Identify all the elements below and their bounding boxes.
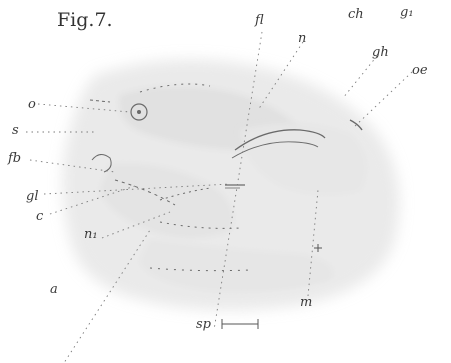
leader-lines — [26, 31, 413, 363]
label-fl: fl — [255, 13, 264, 28]
specimen-strokes — [89, 83, 363, 272]
label-oe: oe — [412, 63, 428, 78]
label-a: a — [50, 282, 58, 297]
label-fb: fb — [8, 151, 22, 166]
marker-cross — [314, 244, 322, 252]
label-o: o — [28, 97, 36, 112]
label-g1: g₁ — [400, 5, 414, 20]
label-gh: gh — [372, 45, 389, 60]
scale-bar — [221, 319, 259, 329]
label-gl: gl — [26, 189, 39, 204]
label-n1: n₁ — [84, 227, 98, 242]
label-ch: ch — [348, 7, 364, 22]
figure-title: Fig.7. — [57, 9, 113, 31]
label-m: m — [300, 295, 313, 310]
label-s: s — [12, 123, 19, 138]
label-n: n — [298, 31, 307, 46]
label-c: c — [36, 209, 44, 224]
label-sp: sp — [196, 317, 211, 332]
